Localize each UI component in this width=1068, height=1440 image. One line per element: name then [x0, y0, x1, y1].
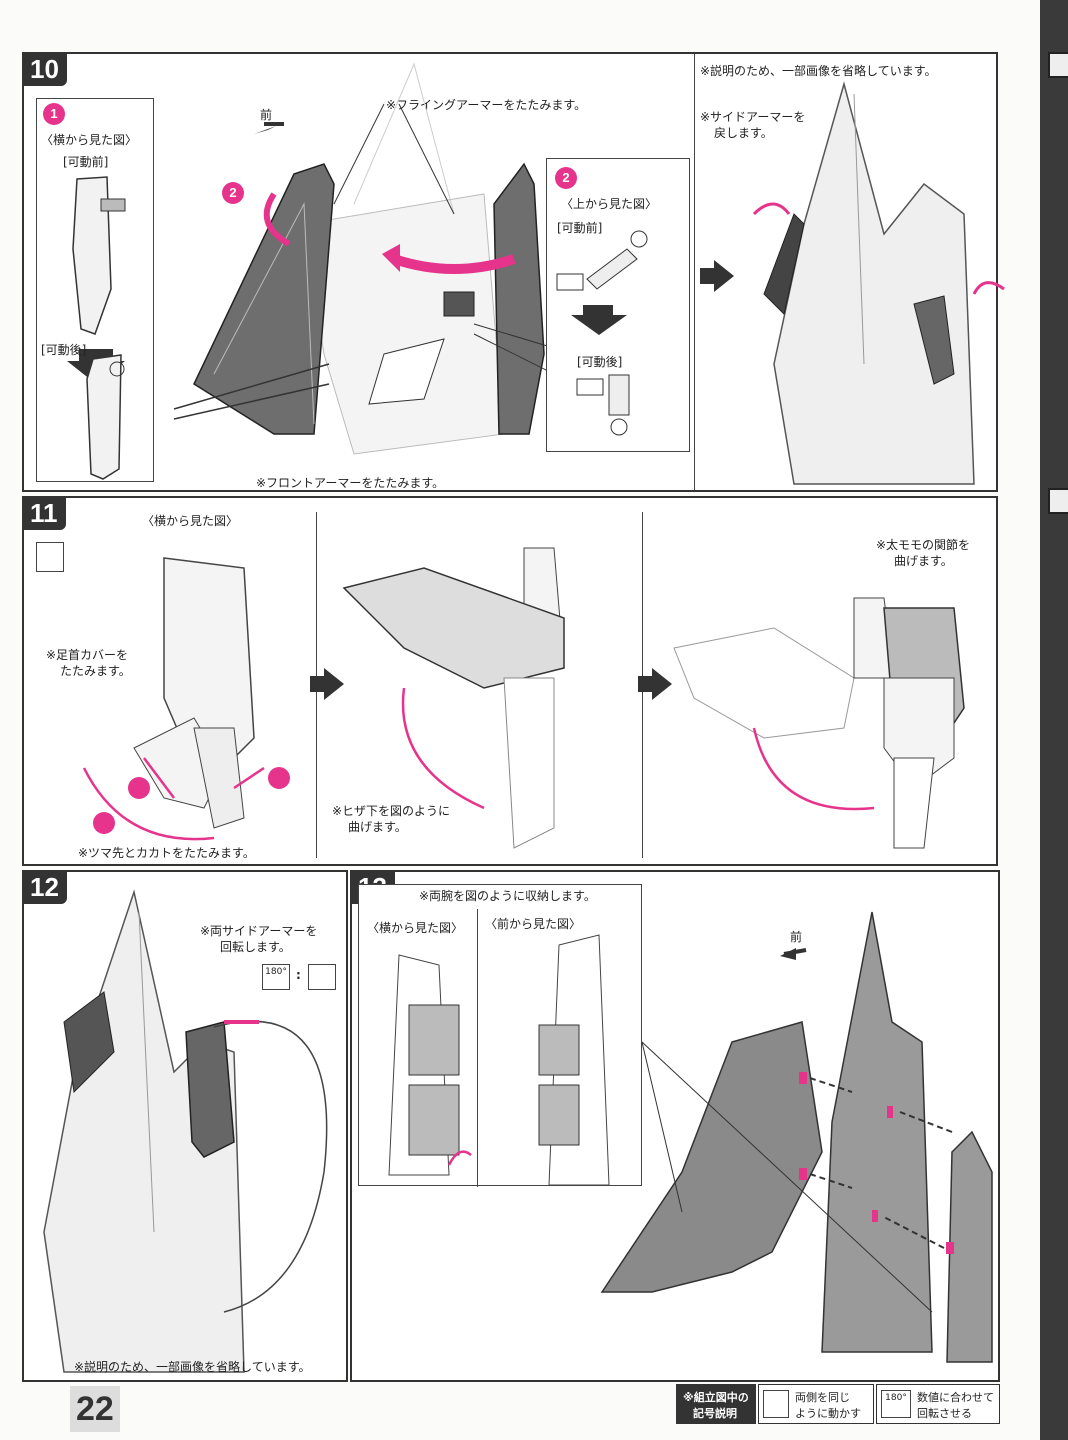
legend-title: ※組立図中の 記号説明 — [676, 1384, 756, 1424]
side-armor-note: 戻します。 — [714, 126, 773, 140]
forward-label: 前 — [260, 108, 273, 122]
omit-note: ※説明のため、一部画像を省略しています。 — [74, 1360, 311, 1374]
ankle-note: ※足首カバーを — [46, 648, 129, 662]
step-12-panel: 12 ※両サイドアーマーを 回転します。 180° : ※説明のため、一部画像を… — [22, 870, 348, 1382]
step-11-panel: 11 〈横から見た図〉 ※足首カバーを たたみます。 ※ツマ先とカカトをたたみま… — [22, 496, 998, 866]
side-view-label: 〈横から見た図〉 — [142, 514, 239, 528]
top-view-box: 2 〈上から見た図〉 [可動前] [可動後] — [546, 158, 690, 452]
next-arrow — [310, 668, 344, 700]
flying-armor-note: ※フライングアーマーをたたみます。 — [386, 98, 587, 112]
divider — [694, 54, 695, 490]
thigh-bend-diagram — [673, 597, 965, 849]
side-armor-diagram — [67, 176, 126, 480]
before-label: [可動前] — [557, 221, 603, 235]
front-armor-note: ※フロントアーマーをたたみます。 — [256, 476, 445, 490]
side-view-label: 〈横から見た図〉 — [367, 921, 464, 935]
side-armor-rotate-diagram — [43, 889, 328, 1373]
ankle-note: たたみます。 — [60, 664, 131, 678]
same-both-sides-icon — [308, 964, 336, 990]
rotate-180-icon: 180° — [881, 1390, 911, 1418]
step-circle: 2 — [555, 167, 577, 189]
next-page-edge — [1040, 0, 1068, 1440]
legend-text: ように動かす — [795, 1407, 861, 1420]
side-view-box: 1 〈横から見た図〉 [可動前] [可動後] — [36, 98, 154, 482]
thigh-note: ※太モモの関節を — [876, 538, 971, 552]
omit-note: ※説明のため、一部画像を省略しています。 — [700, 64, 937, 78]
arm-storage-box: ※両腕を図のように収納します。 〈横から見た図〉 〈前から見た図〉 — [358, 884, 642, 1187]
step-circle: 2 — [222, 182, 244, 204]
arm-storage-diagram — [388, 934, 610, 1186]
same-both-sides-icon — [36, 542, 64, 572]
legend-rotate: 180° 数値に合わせて 回転させる — [876, 1384, 1000, 1424]
rotate-180-icon: 180° — [262, 964, 290, 990]
next-arrow — [700, 260, 734, 292]
legend-title-text: ※組立図中の — [683, 1391, 749, 1404]
after-label: [可動後] — [41, 343, 87, 357]
step-number: 10 — [22, 52, 67, 86]
same-both-sides-icon — [763, 1390, 789, 1418]
after-label: [可動後] — [577, 355, 623, 369]
step-number: 12 — [22, 870, 67, 904]
side-step-tab — [1048, 488, 1068, 514]
joint-diagram — [556, 230, 648, 436]
legend-text: 回転させる — [917, 1407, 972, 1420]
next-arrow — [638, 668, 672, 700]
step-circle: 1 — [43, 103, 65, 125]
knee-bend-diagram — [342, 547, 565, 849]
leg-fold-diagram — [82, 557, 290, 841]
mecha-folded-diagram — [752, 81, 1005, 485]
page-number: 22 — [70, 1386, 120, 1432]
rotate-note: 回転します。 — [220, 940, 291, 954]
forward-label: 前 — [790, 930, 803, 944]
step-13-panel: 13 ※両腕を図のように収納します。 〈横から見た図〉 〈前から見た図〉 前 — [350, 870, 1000, 1382]
store-note: ※両腕を図のように収納します。 — [419, 889, 596, 903]
knee-note: ※ヒザ下を図のように — [332, 804, 451, 818]
colon-label: : — [296, 968, 301, 982]
divider — [477, 909, 478, 1187]
front-view-label: 〈前から見た図〉 — [485, 917, 582, 931]
step-number: 11 — [22, 496, 66, 530]
top-view-label: 〈上から見た図〉 — [561, 197, 658, 211]
side-step-tab — [1048, 52, 1068, 78]
legend-title-text: 記号説明 — [693, 1407, 737, 1420]
rotate-note: ※両サイドアーマーを — [200, 924, 318, 938]
legend-text: 数値に合わせて — [917, 1391, 994, 1404]
toe-note: ※ツマ先とカカトをたたみます。 — [78, 846, 255, 860]
legend-text: 両側を同じ — [795, 1391, 850, 1404]
knee-note: 曲げます。 — [348, 820, 407, 834]
step-10-panel: 10 1 〈横から見た図〉 [可動前] [可動後] 前 ※フライングアーマーをた… — [22, 52, 1005, 492]
side-view-label: 〈横から見た図〉 — [41, 133, 138, 147]
side-armor-note: ※サイドアーマーを — [700, 110, 806, 124]
arm-attach-diagram — [600, 911, 993, 1363]
flying-armor-diagram — [173, 62, 575, 455]
before-label: [可動前] — [63, 155, 109, 169]
legend-same-both: 両側を同じ ように動かす — [758, 1384, 874, 1424]
thigh-note: 曲げます。 — [894, 554, 953, 568]
